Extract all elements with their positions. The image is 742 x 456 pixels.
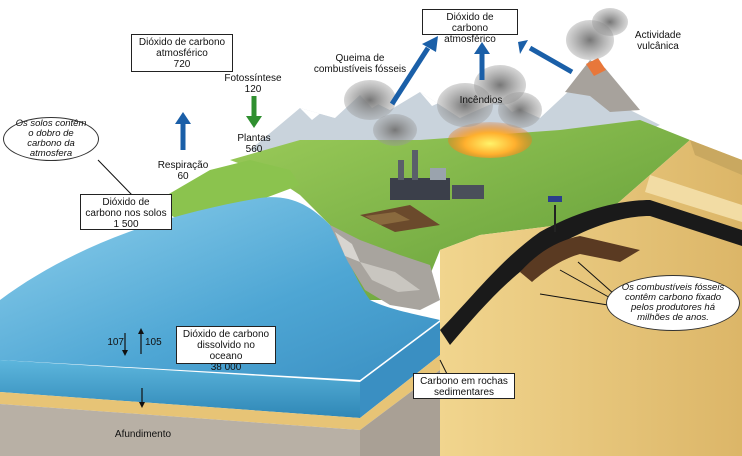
plants-value: 560 [245, 144, 263, 155]
plants-label: Plantas 560 [224, 133, 284, 155]
photosynthesis-value: 120 [244, 84, 262, 95]
sinking-label: Afundimento [114, 429, 172, 440]
respiration-label: Respiração 60 [152, 160, 214, 182]
factory [390, 150, 484, 200]
ocean-down-arrow [122, 333, 128, 356]
fires-arrow [474, 42, 490, 80]
atmospheric-co2-top-title: Dióxido de carbono atmosférico [444, 12, 496, 45]
soil-co2-title: Dióxido de carbono nos solos [85, 197, 167, 219]
photosynthesis-arrow [246, 96, 262, 128]
flux-arrows [122, 36, 574, 408]
sinking-arrow [139, 388, 145, 408]
photosynthesis-title: Fotossíntese [224, 73, 282, 84]
ocean-co2-title: Dióxido de carbono dissolvido no oceano [182, 329, 270, 362]
respiration-value: 60 [177, 171, 189, 182]
volcano-arrow [518, 40, 574, 75]
fossil-fuel-burning-label: Queima de combustíveis fósseis [313, 53, 407, 75]
soil-co2-box: Dióxido de carbono nos solos 1 500 [80, 194, 172, 230]
ocean [0, 197, 440, 418]
ocean-co2-box: Dióxido de carbono dissolvido no oceano … [176, 326, 276, 373]
photosynthesis-label: Fotossíntese 120 [220, 73, 286, 95]
fires-label: Incêndios [459, 95, 503, 106]
fossil-fuel-arrow [389, 36, 438, 106]
ocean-up-value: 105 [145, 337, 162, 348]
atmospheric-co2-left-box: Dióxido de carbono atmosférico 720 [131, 34, 233, 72]
respiration-title: Respiração [157, 160, 209, 171]
ocean-down-value: 107 [107, 337, 124, 348]
ocean-co2-value: 38 000 [210, 362, 242, 373]
sedimentary-carbon-label: Carbono em rochas sedimentares [420, 376, 508, 398]
cliffs [330, 225, 440, 310]
plants-title: Plantas [237, 133, 271, 144]
fire-and-smoke [344, 8, 628, 158]
ocean-up-arrow [138, 328, 144, 354]
volcano-label: Actividade vulcânica [634, 30, 682, 52]
sedimentary-carbon-box: Carbono em rochas sedimentares [413, 373, 515, 399]
atmospheric-co2-top-box: Dióxido de carbono atmosférico [422, 9, 518, 45]
respiration-arrow [175, 112, 191, 150]
atmospheric-co2-left-title: Dióxido de carbono atmosférico [138, 37, 226, 59]
earth-cross-section [440, 140, 742, 456]
soil-note-bubble: Os solos contêm o dobro de carbono da at… [3, 117, 99, 161]
soil-co2-value: 1 500 [113, 219, 139, 230]
atmospheric-co2-left-value: 720 [173, 59, 191, 70]
fossil-note-bubble: Os combustíveis fósseis contêm carbono f… [606, 275, 740, 331]
